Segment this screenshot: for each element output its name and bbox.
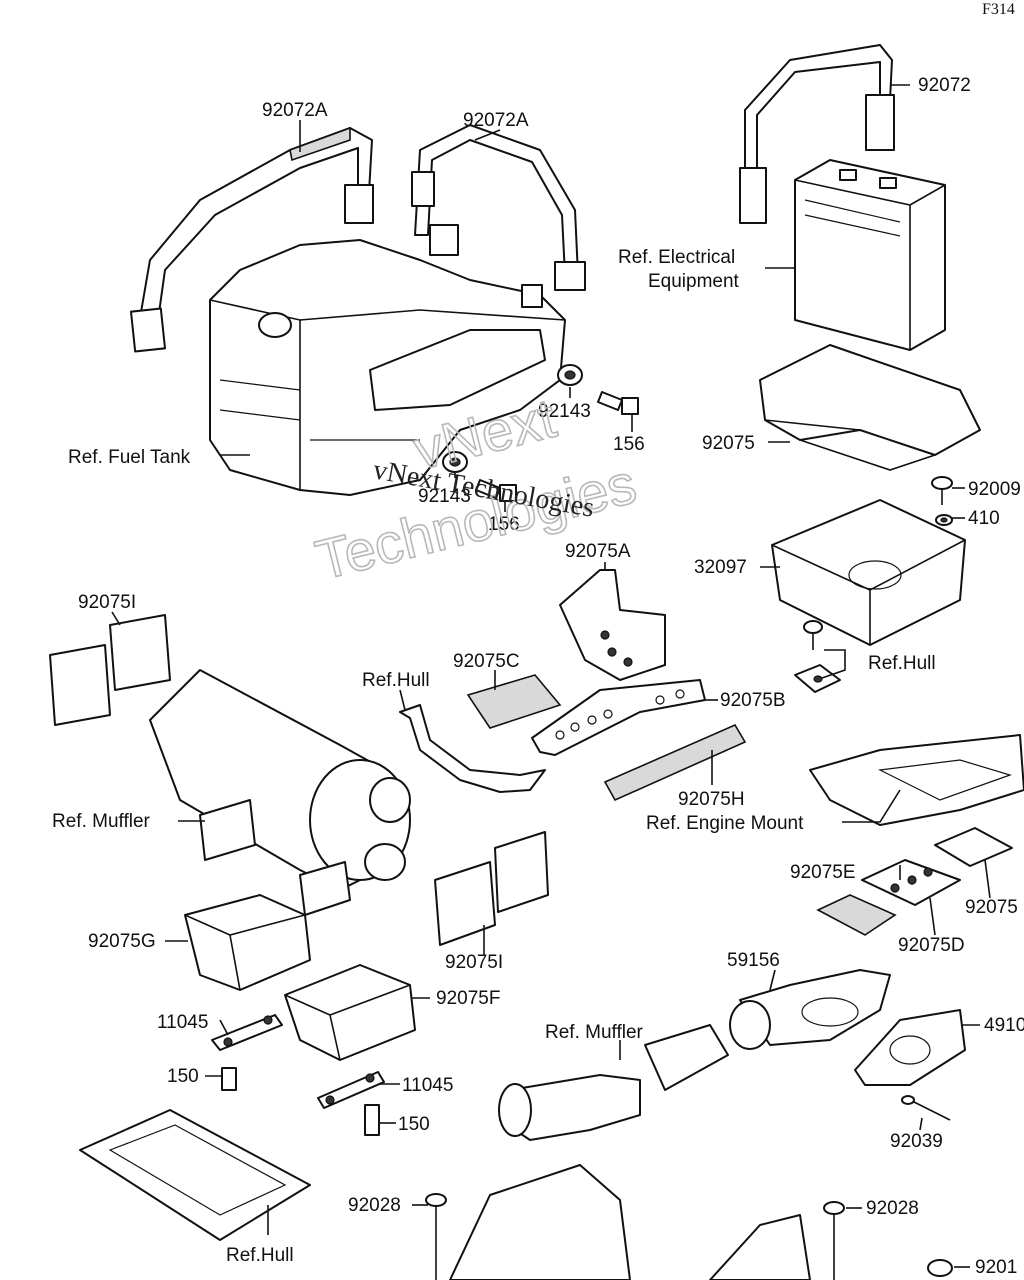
screw-92009 bbox=[931, 476, 953, 505]
label-pad-e: 92075E bbox=[790, 862, 856, 883]
screw-92028-left bbox=[425, 1193, 447, 1280]
label-bolt-150-2: 150 bbox=[398, 1114, 430, 1135]
label-pad-c: 92075C bbox=[453, 651, 520, 672]
label-strap-a-right: 92072A bbox=[463, 110, 529, 131]
hull-frame-bottom bbox=[79, 1109, 311, 1241]
hull-bracket-mid bbox=[399, 704, 546, 793]
pad-92075d bbox=[861, 859, 961, 906]
label-pad-battery: 92075 bbox=[702, 433, 755, 454]
label-screw-top-right: 92009 bbox=[968, 479, 1021, 500]
label-pad-i-left: 92075I bbox=[78, 592, 136, 613]
figure-code: F314 bbox=[982, 1, 1015, 18]
leader-lines bbox=[111, 84, 991, 1268]
label-plate-4910: 4910 bbox=[984, 1015, 1024, 1036]
engine-mount-plate bbox=[809, 734, 1024, 826]
label-rivet: 92039 bbox=[890, 1131, 943, 1152]
pad-92075g bbox=[184, 894, 311, 991]
pad-92075c bbox=[466, 674, 562, 729]
bolt-150-lower bbox=[364, 1104, 380, 1136]
label-bolt-1: 156 bbox=[613, 434, 645, 455]
pad-92075a bbox=[559, 569, 666, 681]
label-ref-muffler-mid: Ref. Muffler bbox=[545, 1022, 644, 1043]
battery bbox=[794, 159, 946, 351]
label-grommet-2: 92143 bbox=[418, 486, 471, 507]
label-battery-case: 32097 bbox=[694, 557, 747, 578]
screw-92028-right bbox=[823, 1201, 845, 1280]
label-pad-b: 92075B bbox=[720, 690, 786, 711]
pad-92075i-left bbox=[49, 614, 171, 726]
clamp-11045-lower bbox=[317, 1071, 385, 1109]
label-washer: 410 bbox=[968, 508, 1000, 529]
label-pad-a: 92075A bbox=[565, 541, 631, 562]
bolt-upper bbox=[597, 391, 639, 415]
battery-case bbox=[771, 499, 966, 646]
label-ref-hull-mid: Ref.Hull bbox=[362, 670, 430, 691]
label-ref-muffler-left: Ref. Muffler bbox=[52, 811, 151, 832]
label-pad-h: 92075H bbox=[678, 789, 745, 810]
clamp-11045-upper bbox=[211, 1014, 283, 1051]
label-pad-g: 92075G bbox=[88, 931, 156, 952]
pad-92075i-mid bbox=[434, 831, 549, 946]
bolt-lower bbox=[475, 479, 517, 502]
strap-right bbox=[411, 124, 586, 291]
muffler bbox=[149, 669, 411, 916]
label-ref-electrical-2: Equipment bbox=[648, 271, 740, 292]
label-pad-d: 92075D bbox=[898, 935, 965, 956]
label-clamp-1: 11045 bbox=[157, 1012, 208, 1033]
label-screw-92028-right: 92028 bbox=[866, 1198, 919, 1219]
hull-screw bbox=[803, 620, 823, 650]
pad-92075f bbox=[284, 964, 416, 1061]
label-ref-fuel-tank: Ref. Fuel Tank bbox=[68, 447, 191, 468]
part-9201 bbox=[927, 1259, 953, 1277]
label-ref-engine-mount: Ref. Engine Mount bbox=[646, 813, 804, 834]
label-grommet-1: 92143 bbox=[538, 401, 591, 422]
hull-lower-mid bbox=[449, 1164, 631, 1280]
fuel-tank bbox=[209, 224, 566, 496]
hull-bracket bbox=[794, 664, 841, 693]
hull-lower-right bbox=[709, 1214, 811, 1280]
grommet-upper bbox=[557, 364, 583, 386]
label-pad-f: 92075F bbox=[436, 988, 500, 1009]
label-bolt-150-1: 150 bbox=[167, 1066, 199, 1087]
label-strap-a-left: 92072A bbox=[262, 100, 328, 121]
label-ref-hull-right: Ref.Hull bbox=[868, 653, 936, 674]
strap-left bbox=[129, 126, 374, 353]
pipe-59156 bbox=[729, 969, 891, 1050]
label-ref-electrical-1: Ref. Electrical bbox=[618, 247, 735, 268]
pad-92075e bbox=[816, 894, 897, 936]
pad-92075-right bbox=[934, 827, 1013, 867]
label-strap-battery: 92072 bbox=[918, 75, 971, 96]
label-ref-hull-bottom: Ref.Hull bbox=[226, 1245, 294, 1266]
label-pad-right-edge: 92075 bbox=[965, 897, 1018, 918]
bracket-92075b bbox=[531, 679, 706, 756]
rivet-92039 bbox=[901, 1095, 951, 1121]
label-bottom-right: 9201 bbox=[975, 1257, 1017, 1278]
label-screw-92028-left: 92028 bbox=[348, 1195, 401, 1216]
washer-410 bbox=[935, 514, 953, 526]
label-pipe-59156: 59156 bbox=[727, 950, 780, 971]
label-clamp-2: 11045 bbox=[402, 1075, 453, 1096]
bolt-150-upper bbox=[221, 1067, 237, 1091]
muffler-hose bbox=[498, 1024, 729, 1141]
plate-4910 bbox=[854, 1009, 966, 1086]
pad-92075h bbox=[603, 723, 747, 802]
label-bolt-2: 156 bbox=[488, 514, 520, 535]
label-pad-i-mid: 92075I bbox=[445, 952, 503, 973]
battery-strap bbox=[739, 44, 895, 224]
battery-pad bbox=[759, 344, 981, 471]
labels: 92072A 92072A 92072 Ref. Electrical Equi… bbox=[52, 75, 1024, 1278]
